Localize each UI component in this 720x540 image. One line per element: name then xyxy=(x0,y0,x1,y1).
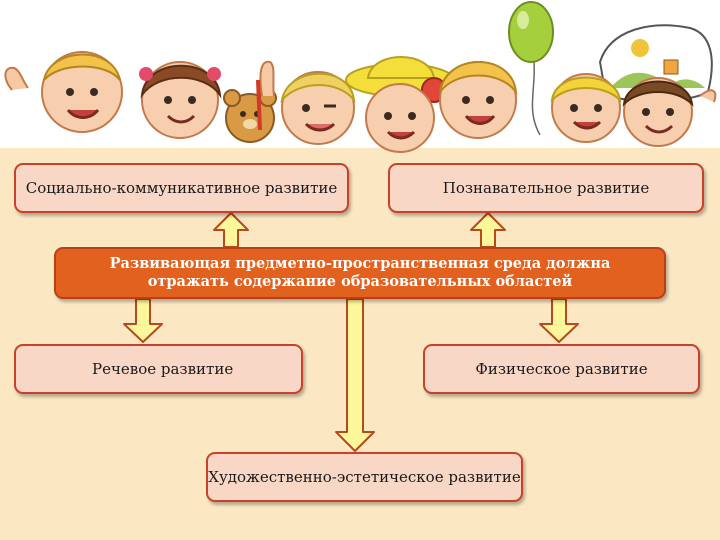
central-statement-text: Развивающая предметно-пространственная с… xyxy=(109,255,611,290)
cognitive-label: Познавательное развитие xyxy=(442,179,650,197)
central-statement-box: Развивающая предметно-пространственная с… xyxy=(54,247,666,299)
physical-label: Физическое развитие xyxy=(475,360,648,378)
artistic-label: Художественно-эстетическое развитие xyxy=(208,468,521,486)
arrow-down-physical xyxy=(539,298,579,343)
arrow-down-speech xyxy=(123,298,163,343)
children-group xyxy=(4,51,717,153)
artistic-box: Художественно-эстетическое развитие xyxy=(206,452,523,502)
physical-box: Физическое развитие xyxy=(423,344,700,394)
arrow-up-cognitive xyxy=(470,212,506,248)
arrow-down-artistic xyxy=(335,298,375,452)
children-illustration xyxy=(4,1,717,153)
speech-box: Речевое развитие xyxy=(14,344,303,394)
balloon-icon xyxy=(508,1,554,136)
arrow-up-social xyxy=(213,212,249,248)
social-communicative-box: Социально-коммуникативное развитие xyxy=(14,163,349,213)
cognitive-box: Познавательное развитие xyxy=(388,163,704,213)
social-communicative-label: Социально-коммуникативное развитие xyxy=(25,179,338,197)
speech-label: Речевое развитие xyxy=(92,360,234,378)
